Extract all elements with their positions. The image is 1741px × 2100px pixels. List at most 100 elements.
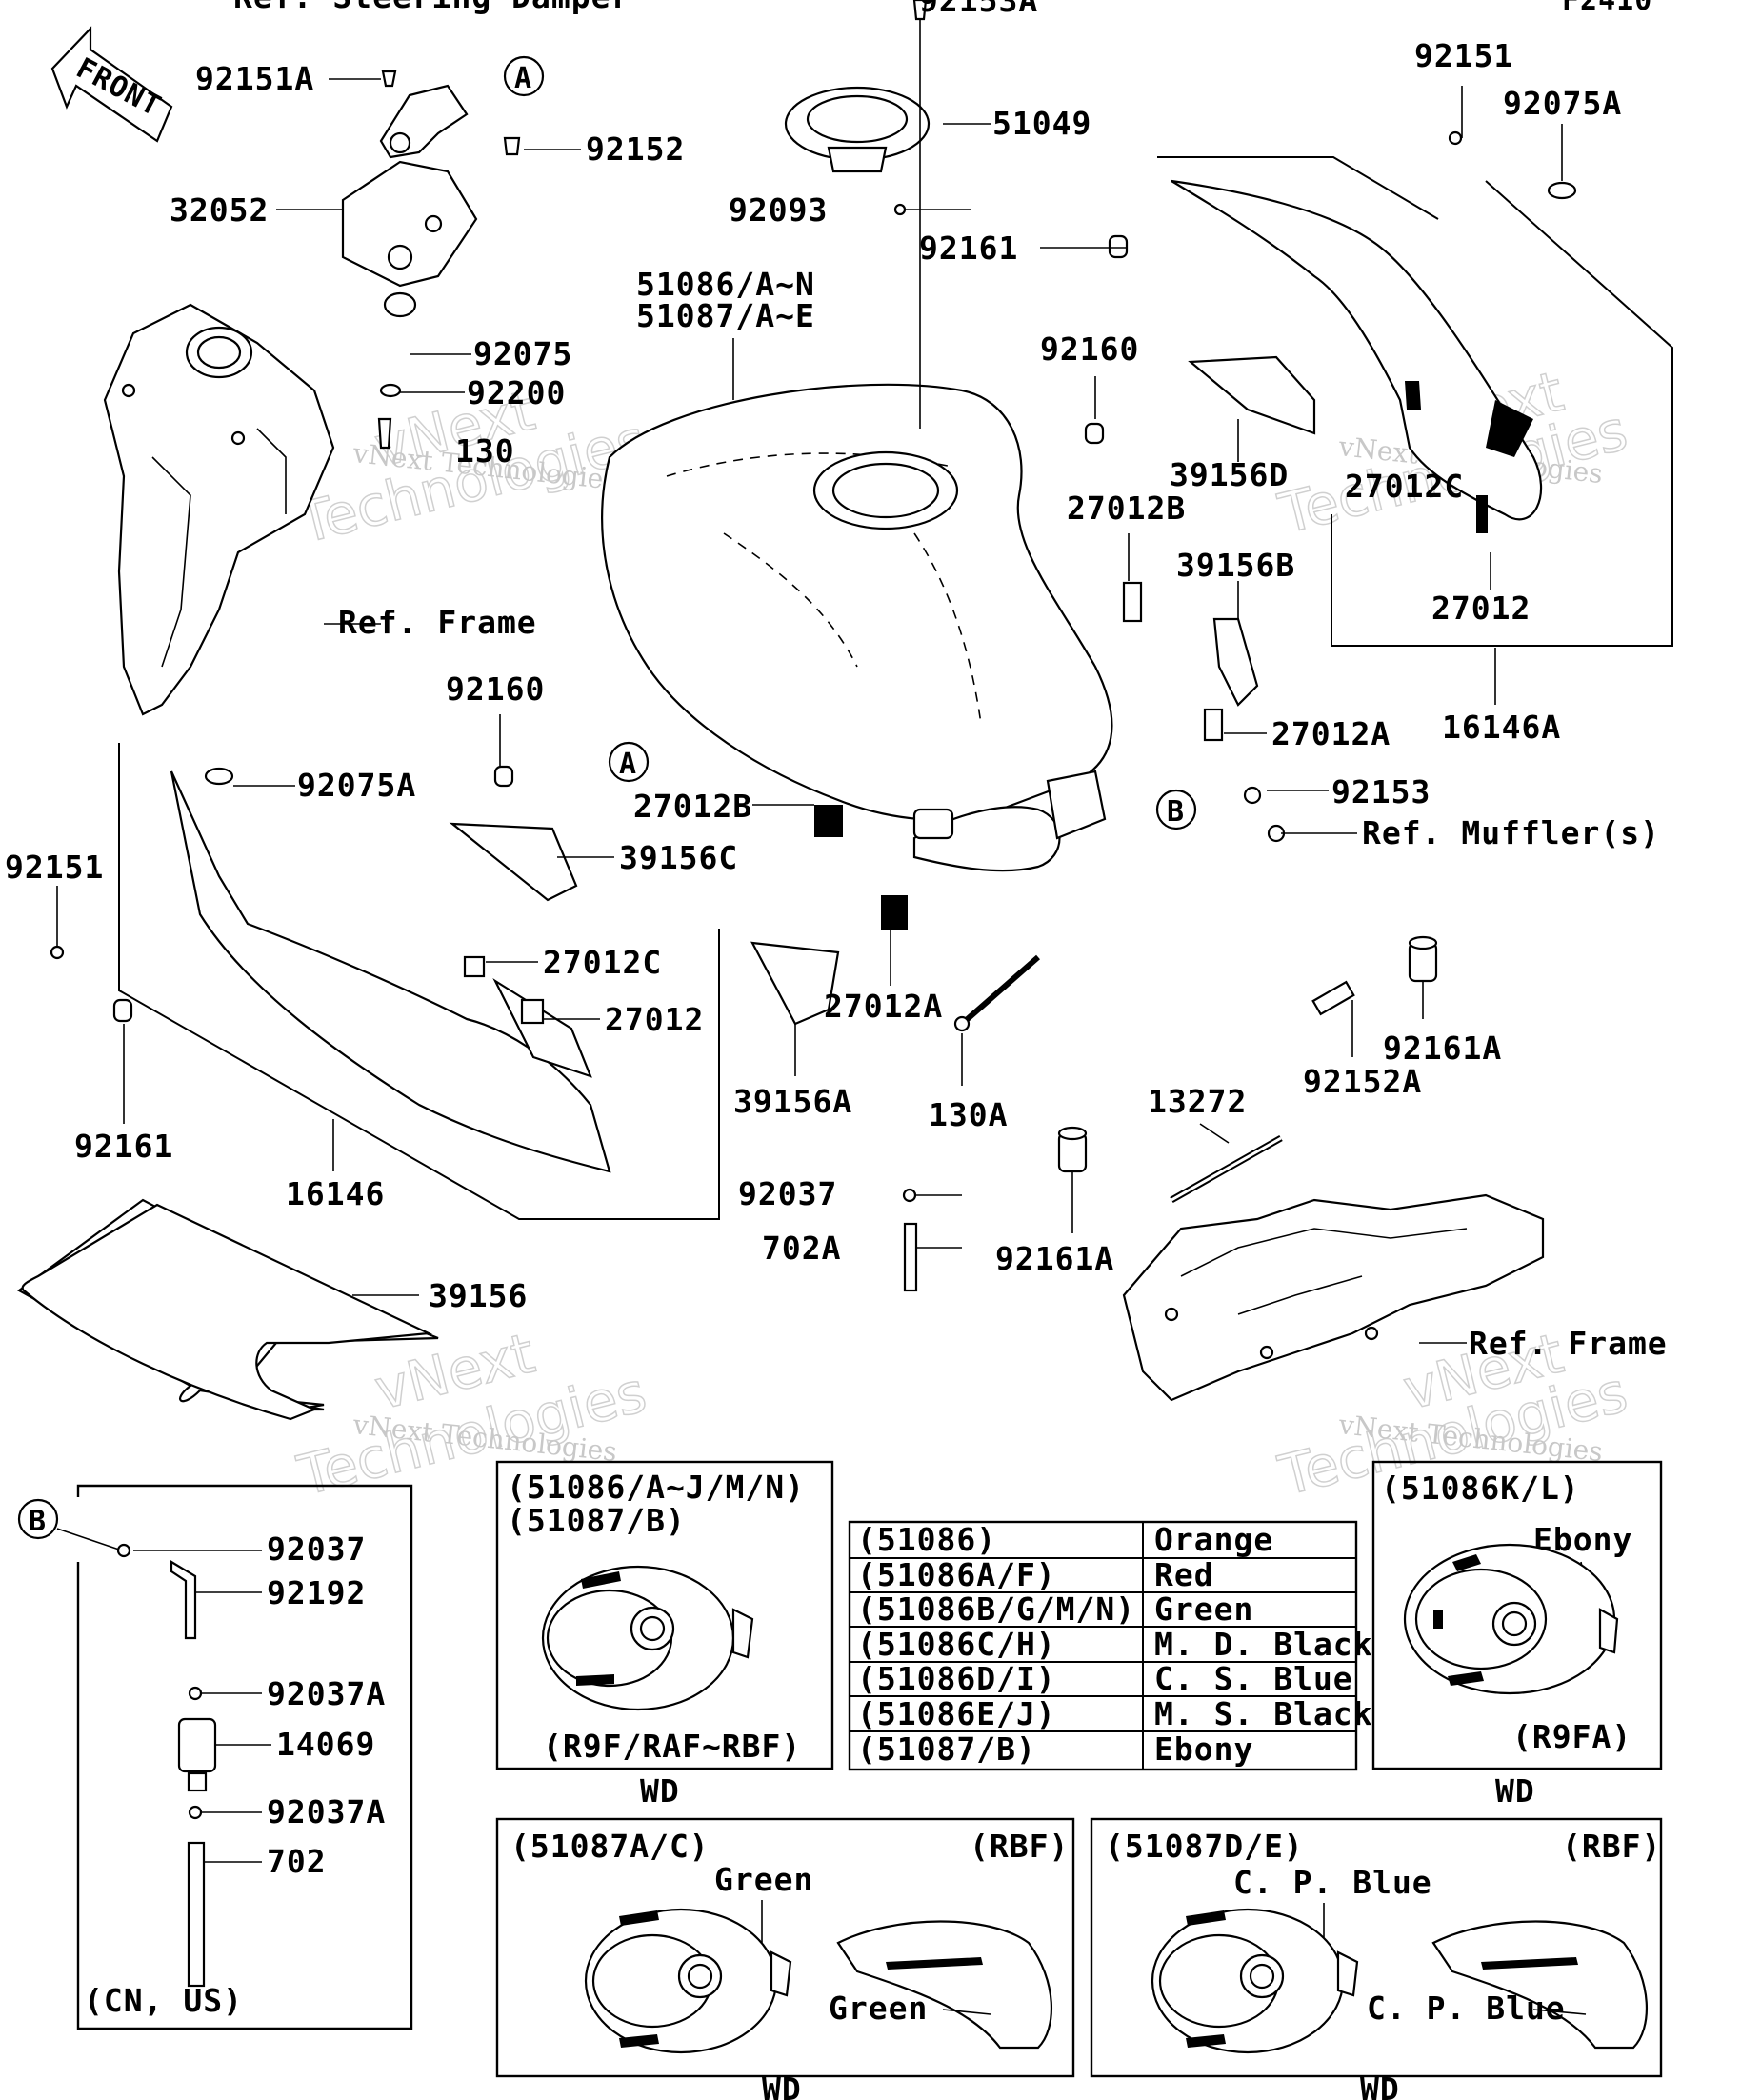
row-color: C. S. Blue — [1154, 1660, 1353, 1697]
label-39156b: 39156B — [1176, 547, 1295, 584]
svg-text:A: A — [514, 62, 532, 95]
label-92093: 92093 — [729, 191, 828, 229]
label-ref-frame-right: Ref. Frame — [1469, 1325, 1668, 1362]
hose-kit-box: 92037 92192 92037A 14069 92037A 702 (CN,… — [56, 1484, 413, 2030]
bolt-92153 — [1243, 786, 1262, 805]
clamp-92037 — [902, 1188, 917, 1203]
label-92075a-top: 92075A — [1503, 85, 1622, 122]
svg-text:C. P. Blue: C. P. Blue — [1367, 1990, 1566, 2027]
pad-39156b — [1212, 617, 1259, 707]
steering-bracket — [341, 70, 521, 450]
callout-b-kit: B — [17, 1498, 59, 1540]
label-92200: 92200 — [467, 374, 566, 411]
row-color: Red — [1154, 1556, 1214, 1593]
grommet-92075a-left — [204, 767, 234, 786]
svg-text:WD: WD — [762, 2070, 802, 2100]
row-color: M. D. Black — [1154, 1626, 1373, 1663]
label-27012c-top: 27012C — [1345, 468, 1464, 505]
label-ref-muffler: Ref. Muffler(s) — [1362, 814, 1660, 851]
label-32052: 32052 — [170, 191, 269, 229]
pad-39156a — [750, 941, 840, 1026]
frame-left — [103, 303, 335, 716]
label-92153: 92153 — [1331, 773, 1431, 810]
label-39156: 39156 — [429, 1277, 528, 1314]
figure-code: F2410 — [1562, 0, 1652, 17]
fuel-cap — [784, 0, 931, 429]
svg-text:Green: Green — [829, 1990, 928, 2027]
label-92151-left: 92151 — [5, 849, 104, 886]
row-part: (51086E/J) — [857, 1695, 1056, 1732]
label-51049: 51049 — [992, 105, 1091, 142]
leader-lines — [56, 78, 1563, 1344]
label-39156a: 39156A — [733, 1083, 852, 1120]
callout-a-top: A — [503, 55, 545, 97]
fuel-tank — [601, 383, 1113, 872]
svg-text:(51086/A~J/M/N): (51086/A~J/M/N) — [507, 1469, 805, 1506]
svg-text:B: B — [1167, 795, 1185, 829]
label-92075: 92075 — [473, 335, 572, 372]
kit-label-14069: 14069 — [276, 1726, 375, 1763]
grommet-92075a-top — [1547, 181, 1577, 200]
label-92075a-left: 92075A — [297, 767, 416, 804]
collar-92152a — [1311, 980, 1355, 1016]
rubber-92160-top — [1084, 422, 1105, 445]
label-92161a-low: 92161A — [995, 1240, 1114, 1277]
label-92161-top: 92161 — [919, 230, 1018, 267]
row-part: (51086C/H) — [857, 1626, 1056, 1663]
pad-27012b-top — [1122, 581, 1143, 623]
label-92151a: 92151A — [195, 60, 314, 97]
svg-text:WD: WD — [1495, 1772, 1535, 1810]
row-part: (51086) — [857, 1521, 996, 1558]
label-92037: 92037 — [738, 1175, 837, 1212]
label-92152a: 92152A — [1303, 1063, 1422, 1100]
hose-702a — [903, 1222, 918, 1292]
callout-b-mid: B — [1155, 789, 1197, 830]
row-color: M. S. Black — [1154, 1695, 1373, 1732]
svg-text:(RBF): (RBF) — [970, 1828, 1069, 1865]
side-cover-left — [118, 743, 720, 1220]
rubber-92161a-low — [1057, 1126, 1088, 1173]
svg-text:A: A — [619, 748, 637, 781]
label-51087: 51087/A~E — [636, 297, 815, 334]
label-39156c: 39156C — [619, 839, 738, 876]
label-130: 130 — [455, 432, 515, 470]
pad-27012-left — [520, 998, 545, 1025]
svg-text:(51086K/L): (51086K/L) — [1381, 1470, 1580, 1507]
label-27012a-top: 27012A — [1271, 715, 1391, 752]
bolt-130a — [960, 954, 1040, 1027]
label-51086: 51086/A~N — [636, 266, 815, 303]
row-part: (51087/B) — [857, 1730, 1036, 1768]
label-13272: 13272 — [1148, 1083, 1247, 1120]
label-92151-top: 92151 — [1414, 37, 1513, 74]
svg-text:WD: WD — [640, 1772, 680, 1810]
pad-39156c — [449, 822, 578, 902]
svg-text:(R9F/RAF~RBF): (R9F/RAF~RBF) — [543, 1728, 801, 1765]
variant-box-wd2: (51086K/L) Ebony (R9FA) WD — [1371, 1460, 1663, 1810]
label-27012-top: 27012 — [1431, 590, 1531, 627]
kit-label-702: 702 — [267, 1843, 327, 1880]
svg-text:C. P. Blue: C. P. Blue — [1233, 1864, 1432, 1901]
ref-steering-damper: Ref. Steering Damper — [233, 0, 630, 15]
side-cover-right — [1157, 156, 1673, 647]
rubber-92160-mid — [493, 765, 514, 788]
row-part: (51086B/G/M/N) — [857, 1590, 1135, 1628]
callout-a-mid: A — [608, 741, 650, 783]
kit-label-92037a-1: 92037A — [267, 1675, 386, 1712]
label-130a: 130A — [929, 1096, 1008, 1133]
pad-27012a-mid — [881, 895, 908, 930]
svg-text:(RBF): (RBF) — [1562, 1828, 1661, 1865]
bolt-92151-top — [1448, 130, 1463, 146]
svg-text:Green: Green — [714, 1861, 813, 1898]
row-color: Ebony — [1154, 1730, 1253, 1768]
label-92161a-right: 92161A — [1383, 1030, 1502, 1067]
kit-note: (CN, US) — [84, 1982, 243, 2019]
label-92160-top: 92160 — [1040, 330, 1139, 368]
variant-box-wd1: (51086/A~J/M/N) (51087/B) (R9F/RAF~RBF) … — [495, 1460, 834, 1810]
variant-box-wd4: (51087D/E) (RBF) C. P. Blue C. P. Blue W… — [1090, 1817, 1663, 2100]
svg-text:B: B — [29, 1505, 47, 1538]
label-16146: 16146 — [286, 1175, 385, 1212]
pad-27012b-mid — [814, 805, 843, 837]
label-702a: 702A — [762, 1230, 841, 1267]
label-ref-frame-left: Ref. Frame — [338, 604, 537, 641]
